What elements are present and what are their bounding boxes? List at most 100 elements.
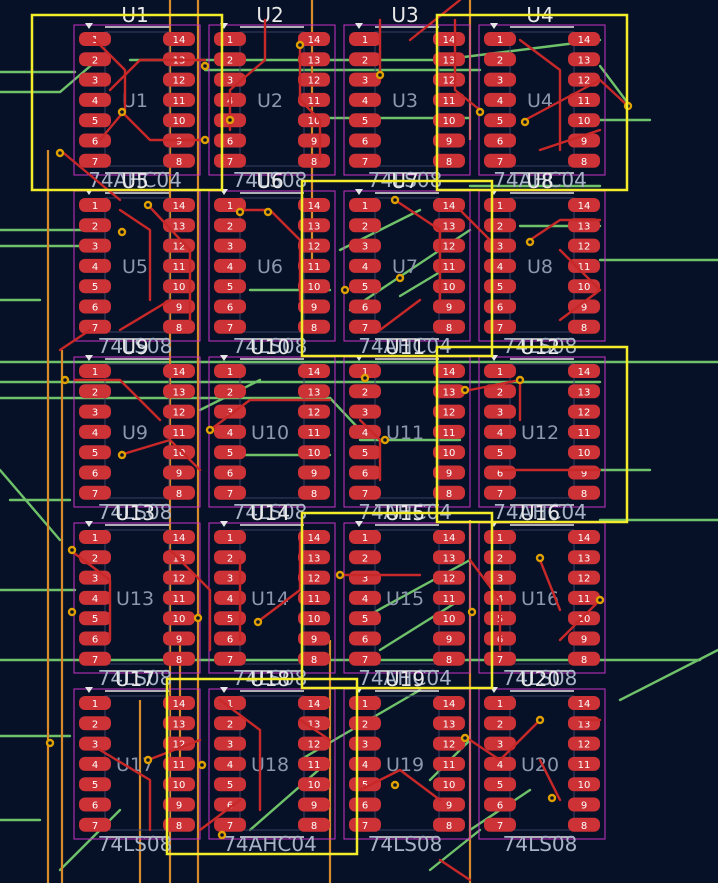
via[interactable] — [375, 70, 385, 80]
pad-left[interactable]: 1 — [484, 32, 516, 46]
pad-right[interactable]: 8 — [568, 817, 600, 832]
pad-right[interactable]: 13 — [298, 218, 330, 233]
pad-left[interactable]: 2 — [484, 384, 516, 399]
pad-right[interactable]: 8 — [433, 319, 465, 334]
pad-left[interactable]: 1 — [349, 364, 381, 378]
pad-right[interactable]: 11 — [568, 756, 600, 771]
pad-right[interactable]: 13 — [433, 550, 465, 565]
pad-left[interactable]: 3 — [79, 238, 111, 253]
via[interactable] — [520, 117, 530, 127]
pad-left[interactable]: 2 — [214, 716, 246, 731]
pad-right[interactable]: 14 — [433, 32, 465, 46]
pad-left[interactable]: 4 — [484, 258, 516, 273]
pad-right[interactable]: 10 — [433, 777, 465, 792]
pad-left[interactable]: 6 — [79, 299, 111, 314]
via[interactable] — [535, 715, 545, 725]
pad-left[interactable]: 7 — [349, 319, 381, 334]
pad-right[interactable]: 14 — [433, 364, 465, 378]
pad-left[interactable]: 2 — [349, 550, 381, 565]
pad-left[interactable]: 7 — [79, 319, 111, 334]
pad-left[interactable]: 2 — [214, 52, 246, 67]
pad-right[interactable]: 12 — [298, 570, 330, 585]
front-trace[interactable] — [208, 398, 332, 432]
pad-right[interactable]: 12 — [568, 238, 600, 253]
pad-left[interactable]: 7 — [214, 485, 246, 500]
via[interactable] — [60, 375, 70, 385]
pad-left[interactable]: 3 — [484, 238, 516, 253]
pad-right[interactable]: 8 — [298, 485, 330, 500]
pad-right[interactable]: 14 — [433, 530, 465, 544]
pad-left[interactable]: 6 — [214, 797, 246, 812]
pad-right[interactable]: 11 — [298, 92, 330, 107]
pad-right[interactable]: 8 — [568, 651, 600, 666]
via[interactable] — [467, 607, 477, 617]
pad-right[interactable]: 10 — [433, 279, 465, 294]
pad-right[interactable]: 13 — [568, 384, 600, 399]
pad-right[interactable]: 8 — [298, 153, 330, 168]
via[interactable] — [380, 435, 390, 445]
via[interactable] — [45, 738, 55, 748]
front-trace[interactable] — [68, 548, 112, 642]
pad-right[interactable]: 11 — [568, 258, 600, 273]
pad-left[interactable]: 6 — [484, 299, 516, 314]
pad-right[interactable]: 12 — [433, 570, 465, 585]
pad-right[interactable]: 8 — [568, 153, 600, 168]
pad-right[interactable]: 8 — [163, 485, 195, 500]
pad-left[interactable]: 3 — [349, 72, 381, 87]
front-trace[interactable] — [268, 208, 302, 302]
pad-right[interactable]: 9 — [298, 797, 330, 812]
pad-left[interactable]: 4 — [79, 92, 111, 107]
pad-left[interactable]: 3 — [214, 736, 246, 751]
via[interactable] — [390, 195, 400, 205]
pad-right[interactable]: 12 — [433, 238, 465, 253]
pad-left[interactable]: 4 — [484, 424, 516, 439]
pad-left[interactable]: 3 — [349, 404, 381, 419]
pad-right[interactable]: 12 — [163, 570, 195, 585]
pad-right[interactable]: 12 — [163, 238, 195, 253]
pad-left[interactable]: 4 — [79, 424, 111, 439]
pad-right[interactable]: 11 — [163, 92, 195, 107]
pad-left[interactable]: 3 — [214, 570, 246, 585]
front-trace[interactable] — [538, 758, 562, 802]
pad-right[interactable]: 10 — [298, 611, 330, 626]
footprint-u2[interactable]: 1142133124115106978U2U274LS08 — [208, 3, 336, 192]
pad-right[interactable]: 14 — [163, 198, 195, 212]
pad-left[interactable]: 3 — [484, 404, 516, 419]
pad-left[interactable]: 4 — [349, 590, 381, 605]
front-trace[interactable] — [468, 718, 542, 762]
pad-left[interactable]: 2 — [79, 218, 111, 233]
pad-left[interactable]: 7 — [484, 485, 516, 500]
front-trace[interactable] — [108, 58, 207, 92]
pad-left[interactable]: 6 — [349, 631, 381, 646]
pad-right[interactable]: 12 — [433, 736, 465, 751]
via[interactable] — [395, 273, 405, 283]
via[interactable] — [67, 545, 77, 555]
pad-right[interactable]: 9 — [433, 631, 465, 646]
pad-right[interactable]: 13 — [298, 52, 330, 67]
pad-left[interactable]: 1 — [79, 364, 111, 378]
pad-left[interactable]: 3 — [484, 570, 516, 585]
pad-left[interactable]: 7 — [349, 651, 381, 666]
pad-right[interactable]: 12 — [298, 736, 330, 751]
via[interactable] — [205, 425, 215, 435]
pad-right[interactable]: 12 — [298, 404, 330, 419]
pad-right[interactable]: 13 — [568, 218, 600, 233]
pad-left[interactable]: 7 — [214, 319, 246, 334]
pad-left[interactable]: 5 — [484, 113, 516, 128]
pad-left[interactable]: 7 — [79, 817, 111, 832]
pad-left[interactable]: 5 — [79, 611, 111, 626]
selection-box-u4[interactable] — [435, 13, 629, 192]
front-trace[interactable] — [228, 18, 267, 132]
pad-right[interactable]: 14 — [568, 32, 600, 46]
pad-right[interactable]: 10 — [163, 113, 195, 128]
pad-left[interactable]: 2 — [214, 384, 246, 399]
pad-right[interactable]: 9 — [568, 631, 600, 646]
pad-left[interactable]: 7 — [349, 485, 381, 500]
pad-right[interactable]: 10 — [568, 611, 600, 626]
pad-right[interactable]: 14 — [163, 696, 195, 710]
pad-right[interactable]: 9 — [163, 465, 195, 480]
pad-right[interactable]: 11 — [298, 590, 330, 605]
